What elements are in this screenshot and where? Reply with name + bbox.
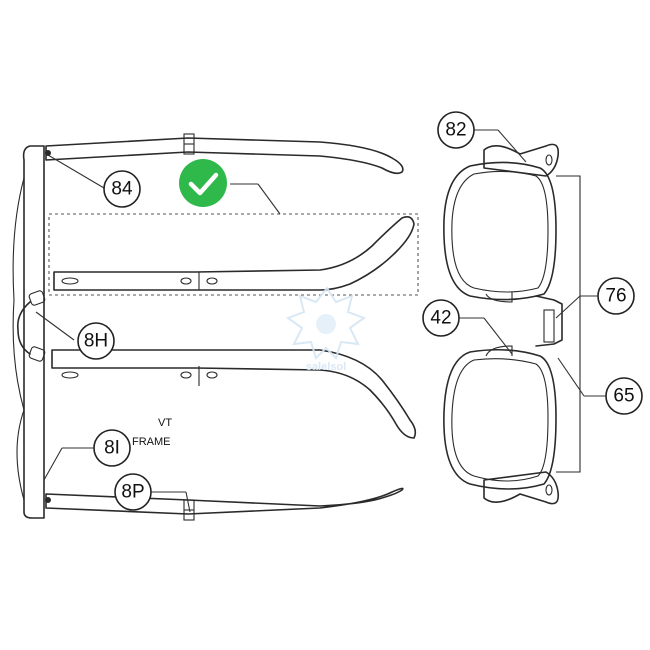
- note-line-1: VT: [158, 417, 172, 429]
- callout-8I-label: 8I: [104, 438, 120, 459]
- sun-logo-icon: salelsol: [285, 286, 367, 373]
- callout-8P[interactable]: 8P: [114, 473, 152, 511]
- nose-pad-assembly: [16, 290, 46, 362]
- callout-76-label: 76: [605, 286, 626, 307]
- note-line-2: FRAME: [132, 436, 171, 448]
- callout-42-label: 42: [430, 308, 451, 329]
- callout-8I[interactable]: 8I: [93, 429, 131, 467]
- callout-8P-label: 8P: [121, 482, 144, 503]
- middle-temple: [51, 349, 417, 439]
- watermark-text: salelsol: [306, 361, 346, 373]
- frame-front-edge: [12, 145, 45, 519]
- front-view-glasses: [443, 143, 581, 505]
- leader-lines: [35, 129, 606, 513]
- callout-82[interactable]: 82: [437, 111, 475, 149]
- callout-84-label: 84: [111, 179, 133, 200]
- selected-temple: [48, 213, 419, 296]
- checkmark-icon: [179, 159, 227, 207]
- callout-42[interactable]: 42: [422, 299, 460, 337]
- top-temple: [45, 133, 404, 175]
- callout-65[interactable]: 65: [605, 377, 643, 415]
- bottom-temple: [45, 487, 404, 521]
- callout-8H-label: 8H: [84, 331, 108, 352]
- callout-84[interactable]: 84: [103, 170, 141, 208]
- callout-8H[interactable]: 8H: [77, 322, 115, 360]
- callout-65-label: 65: [613, 386, 634, 407]
- callout-76[interactable]: 76: [597, 277, 635, 315]
- callout-82-label: 82: [445, 120, 466, 141]
